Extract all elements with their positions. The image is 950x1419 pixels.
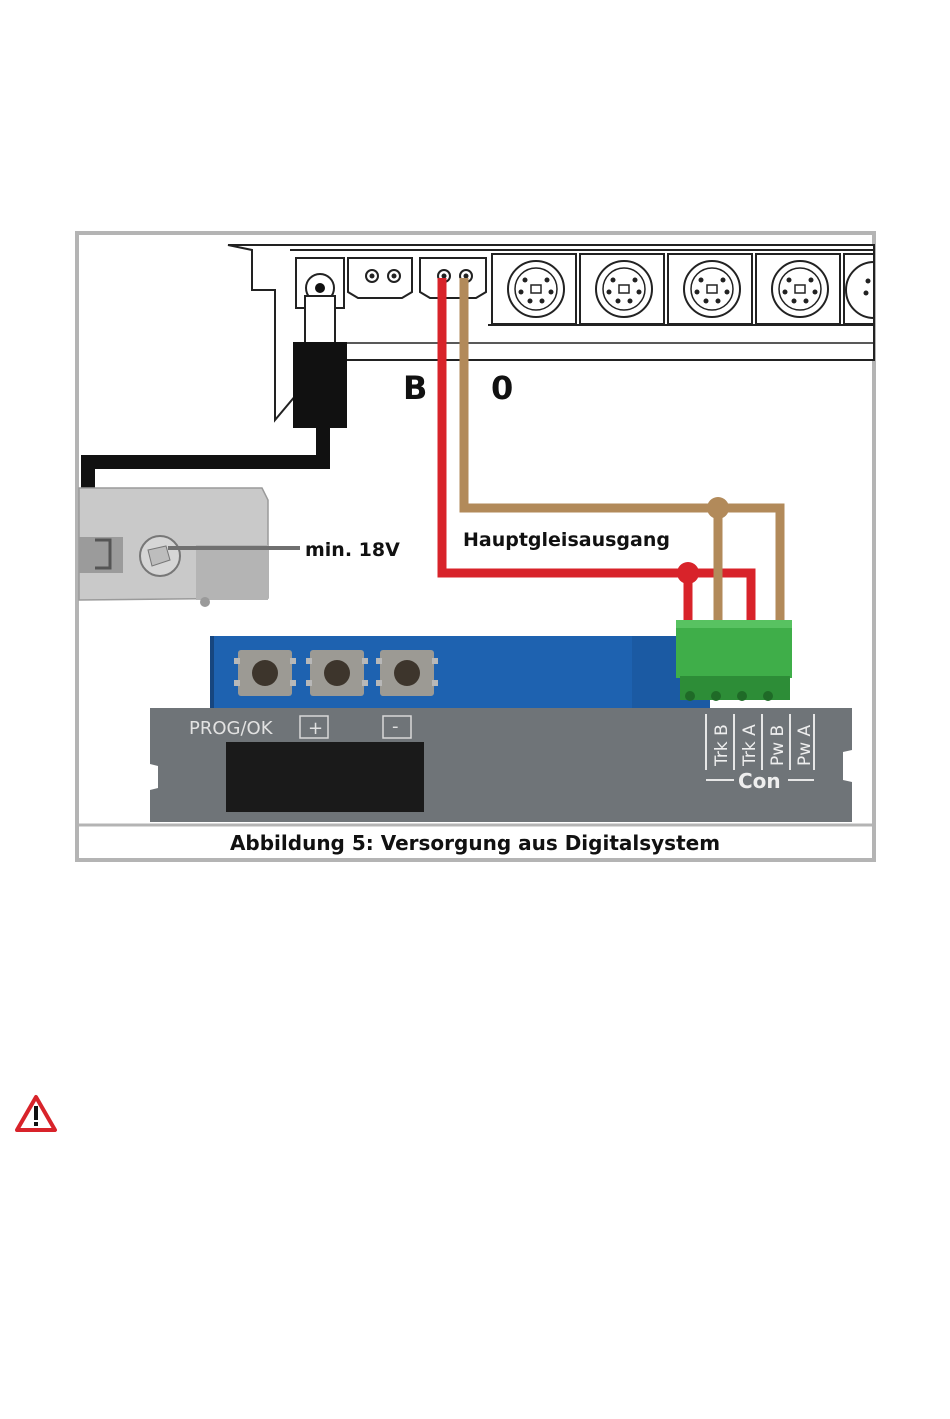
din-socket-3 <box>668 254 752 324</box>
terminal-socket-2 <box>420 258 486 298</box>
connector-pin-label: Pw A <box>795 724 815 766</box>
connector-pin-label: Trk B <box>712 724 732 767</box>
push-button-2 <box>306 650 368 696</box>
terminal-socket-1 <box>348 258 412 298</box>
terminal-label-0: 0 <box>491 369 513 407</box>
warning-triangle-icon <box>17 1097 55 1130</box>
connector-pin-label: Trk A <box>740 724 760 767</box>
din-socket-5-partial <box>844 254 874 324</box>
push-button-3 <box>376 650 438 696</box>
terminal-label-b: B <box>403 369 427 407</box>
minus-label: - <box>392 716 399 737</box>
track-output-label: Hauptgleisausgang <box>463 529 670 551</box>
voltage-label: min. 18V <box>305 539 400 561</box>
connector-pin-label: Pw B <box>768 725 788 766</box>
figure-caption: Abbildung 5: Versorgung aus Digitalsyste… <box>230 831 720 855</box>
prog-ok-label: PROG/OK <box>189 718 274 739</box>
red-junction <box>677 562 699 584</box>
din-socket-4 <box>756 254 840 324</box>
din-socket-2 <box>580 254 664 324</box>
din-socket-1 <box>492 254 576 324</box>
connector-title: Con <box>738 769 781 793</box>
plus-label: + <box>308 718 323 739</box>
screw-terminal-block <box>676 620 792 701</box>
brown-junction <box>707 497 729 519</box>
push-button-1 <box>234 650 296 696</box>
